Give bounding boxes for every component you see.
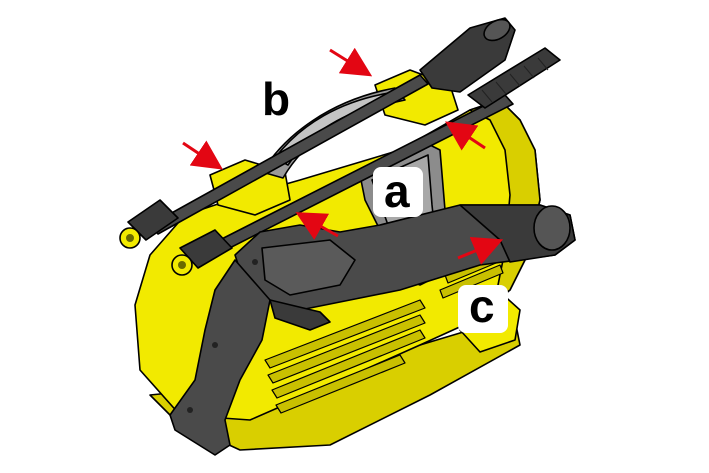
extension-lance <box>171 47 561 276</box>
vent-slots <box>264 232 513 414</box>
label-a: a <box>384 165 410 217</box>
red-arrow-icon <box>445 121 486 151</box>
red-arrow-icon <box>295 212 339 240</box>
red-arrow-icon <box>457 236 504 265</box>
label-b: b <box>262 73 290 125</box>
label-c-box <box>458 285 508 333</box>
gun-side-panel <box>261 239 356 296</box>
callout-c: c <box>458 280 508 333</box>
gun-trigger <box>269 299 331 331</box>
extension-grip <box>467 47 561 109</box>
callout-a: a <box>373 165 423 217</box>
red-arrow-icon <box>182 140 223 170</box>
spray-lance <box>119 17 516 249</box>
red-arrow-icon <box>329 47 373 77</box>
callout-b: b <box>262 73 290 125</box>
red-arrows <box>182 47 504 265</box>
label-c: c <box>469 280 495 332</box>
gun-handle <box>169 259 271 456</box>
label-a-box <box>373 167 423 217</box>
